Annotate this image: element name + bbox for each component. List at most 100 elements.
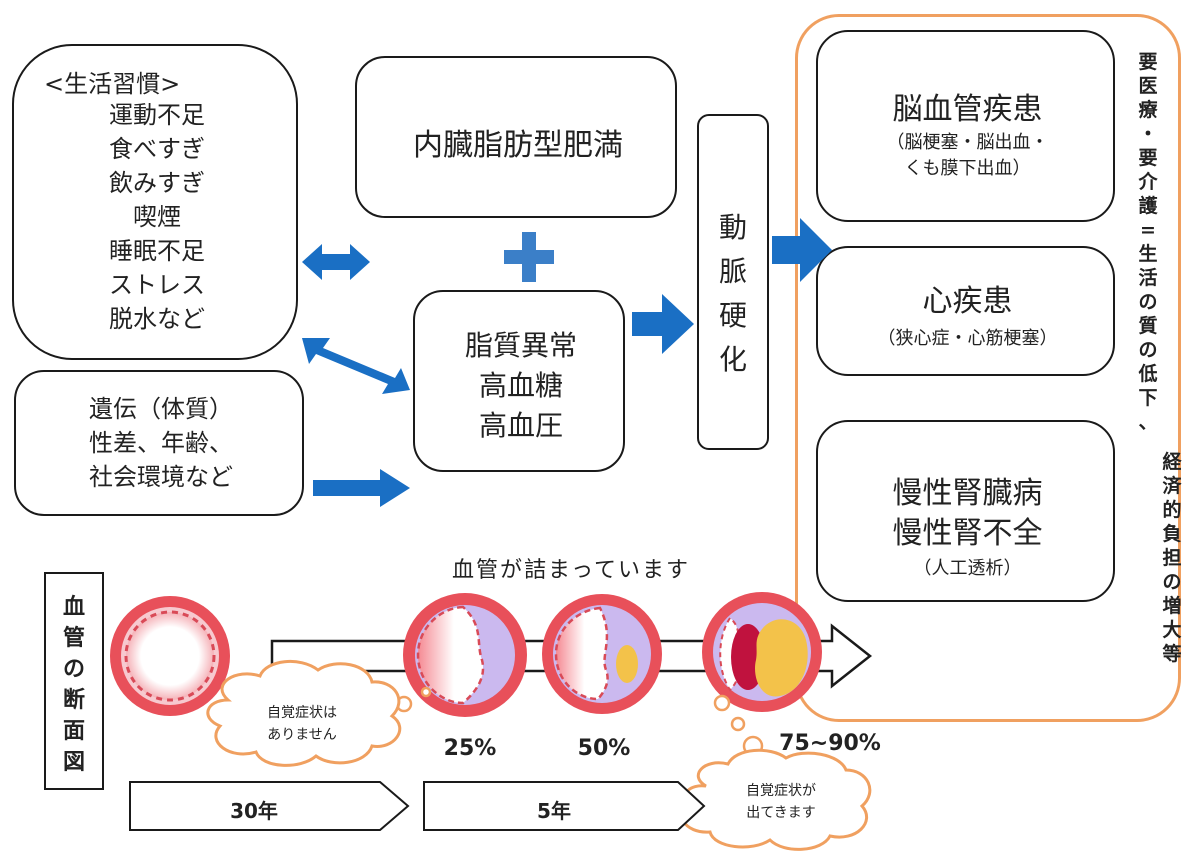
outcome-text-col1: 要 医 療 ・ 要 介 護 = 生 活 の 質 の 低 下 、 xyxy=(1136,50,1160,434)
vessel-25-percent xyxy=(403,593,527,717)
outcome-char: 担 xyxy=(1162,547,1182,569)
vessel-label-char: の xyxy=(62,657,85,682)
bubble2-text: 自覚症状が 出てきます xyxy=(706,780,856,824)
outcome-char: 介 xyxy=(1138,171,1158,193)
outcome-char: 経 xyxy=(1162,451,1182,473)
outcome-char: 活 xyxy=(1138,267,1158,289)
outcome-char: 的 xyxy=(1162,499,1182,521)
lifestyle-list: 運動不足 食べすぎ 飲みすぎ 喫煙 睡眠不足 ストレス 脱水など xyxy=(14,98,300,336)
lifestyle-item: 睡眠不足 xyxy=(109,237,205,265)
outcome-text-col2: 経 済 的 負 担 の 増 大 等 xyxy=(1160,450,1184,666)
double-arrow-lifestyle-conditions xyxy=(302,338,410,394)
vessel-label-text: 血 管 の 断 面 図 xyxy=(46,592,102,778)
arteriosclerosis-char: 動 xyxy=(718,211,747,244)
lifestyle-item: 飲みすぎ xyxy=(109,169,205,197)
outcome-char: 済 xyxy=(1162,475,1182,497)
timeline-segment-30y xyxy=(129,781,410,831)
timeline-label-5y: 5年 xyxy=(537,799,571,823)
outcome-char: の xyxy=(1162,571,1182,593)
conditions-text: 脂質異常 高血糖 高血圧 xyxy=(415,326,627,446)
cardiac-sub: （狭心症・心筋梗塞） xyxy=(877,328,1058,349)
arteriosclerosis-char: 硬 xyxy=(718,299,747,332)
outcome-char: = xyxy=(1140,219,1156,241)
timeline-label-30y: 30年 xyxy=(230,799,278,823)
thought-bubble-no-symptoms xyxy=(206,659,432,767)
renal-title1: 慢性腎臓病 xyxy=(892,476,1043,511)
bubble2-line: 出てきます xyxy=(746,805,816,821)
outcome-char: 大 xyxy=(1162,619,1182,641)
outcome-char: 生 xyxy=(1138,243,1158,265)
outcome-char: 低 xyxy=(1138,363,1158,385)
genetics-line: 遺伝（体質） xyxy=(89,395,233,423)
timeline-segment-5y xyxy=(423,781,706,831)
lifestyle-item: 食べすぎ xyxy=(109,135,205,163)
double-arrow-lifestyle-obesity xyxy=(302,244,370,280)
pct-50: 50% xyxy=(577,736,631,761)
condition-item: 脂質異常 xyxy=(464,329,577,362)
genetics-line: 社会環境など xyxy=(89,463,233,491)
pct-75-90: 75~90% xyxy=(779,731,881,756)
condition-item: 高血糖 xyxy=(478,369,563,402)
outcome-char: 質 xyxy=(1138,315,1158,337)
thought-bubble-symptoms xyxy=(679,694,872,851)
vessel-label-box: 血 管 の 断 面 図 xyxy=(44,572,104,790)
pct-25: 25% xyxy=(443,736,497,761)
condition-item: 高血圧 xyxy=(478,409,563,442)
arrow-arteriosclerosis-diseases xyxy=(772,218,832,282)
obesity-label: 内臓脂肪型肥満 xyxy=(413,128,623,163)
outcome-char: 療 xyxy=(1138,99,1158,121)
lifestyle-item: ストレス xyxy=(109,271,205,299)
lifestyle-title: <生活習慣> xyxy=(44,70,181,98)
arteriosclerosis-char: 脈 xyxy=(718,255,747,288)
vessel-label-char: 断 xyxy=(62,688,85,713)
bubble2-line: 自覚症状が xyxy=(746,783,816,799)
cerebrovascular-sub1: （脳梗塞・脳出血・ xyxy=(886,132,1049,153)
genetics-line: 性差、年齢、 xyxy=(89,429,233,457)
outcome-char: ・ xyxy=(1138,123,1158,145)
arrow-conditions-arteriosclerosis xyxy=(632,294,694,354)
arteriosclerosis-char: 化 xyxy=(718,343,747,376)
cerebrovascular-sub2: くも膜下出血） xyxy=(904,158,1031,179)
outcome-char: 等 xyxy=(1162,643,1182,665)
bubble1-text: 自覚症状は ありません xyxy=(232,702,372,746)
plus-icon xyxy=(504,232,554,282)
outcome-char: 護 xyxy=(1138,195,1158,217)
outcome-char: 要 xyxy=(1138,147,1158,169)
cerebrovascular-box: 脳血管疾患 （脳梗塞・脳出血・ くも膜下出血） xyxy=(816,30,1115,222)
blocked-title: 血管が詰まっています xyxy=(452,558,691,583)
outcome-char: の xyxy=(1138,291,1158,313)
outcome-char: 増 xyxy=(1162,595,1182,617)
genetics-box: 遺伝（体質） 性差、年齢、 社会環境など xyxy=(14,370,304,516)
renal-box: 慢性腎臓病 慢性腎不全 （人工透析） xyxy=(816,420,1115,602)
renal-title2: 慢性腎不全 xyxy=(892,516,1043,551)
vessel-75-90-percent xyxy=(702,592,822,712)
outcome-container xyxy=(795,14,1181,722)
renal-sub: （人工透析） xyxy=(913,558,1022,579)
vessel-healthy xyxy=(110,596,230,716)
outcome-char: 医 xyxy=(1138,75,1158,97)
vessel-50-percent xyxy=(542,594,662,714)
vessel-label-char: 血 xyxy=(62,595,85,620)
lifestyle-item: 運動不足 xyxy=(109,101,205,129)
conditions-box: 脂質異常 高血糖 高血圧 xyxy=(413,290,625,472)
vessel-label-char: 管 xyxy=(62,626,85,651)
genetics-text: 遺伝（体質） 性差、年齢、 社会環境など xyxy=(16,392,306,494)
outcome-char: 、 xyxy=(1138,411,1158,433)
vessel-label-char: 図 xyxy=(62,750,85,775)
cardiac-title: 心疾患 xyxy=(922,284,1013,319)
lifestyle-item: 脱水など xyxy=(109,305,205,333)
arteriosclerosis-text: 動 脈 硬 化 xyxy=(699,206,767,382)
arrow-genetics-conditions xyxy=(313,469,410,507)
outcome-char: 要 xyxy=(1138,51,1158,73)
bubble1-line: ありません xyxy=(267,727,337,743)
cardiac-box: 心疾患 （狭心症・心筋梗塞） xyxy=(816,246,1115,376)
vessel-label-char: 面 xyxy=(62,719,85,744)
obesity-box: 内臓脂肪型肥満 xyxy=(355,56,677,218)
cerebrovascular-title: 脳血管疾患 xyxy=(892,92,1043,127)
arteriosclerosis-box: 動 脈 硬 化 xyxy=(697,114,769,450)
lifestyle-box: <生活習慣> 運動不足 食べすぎ 飲みすぎ 喫煙 睡眠不足 ストレス 脱水など xyxy=(12,44,298,360)
outcome-char: 下 xyxy=(1138,387,1158,409)
lifestyle-item: 喫煙 xyxy=(133,203,181,231)
outcome-char: 負 xyxy=(1162,523,1182,545)
